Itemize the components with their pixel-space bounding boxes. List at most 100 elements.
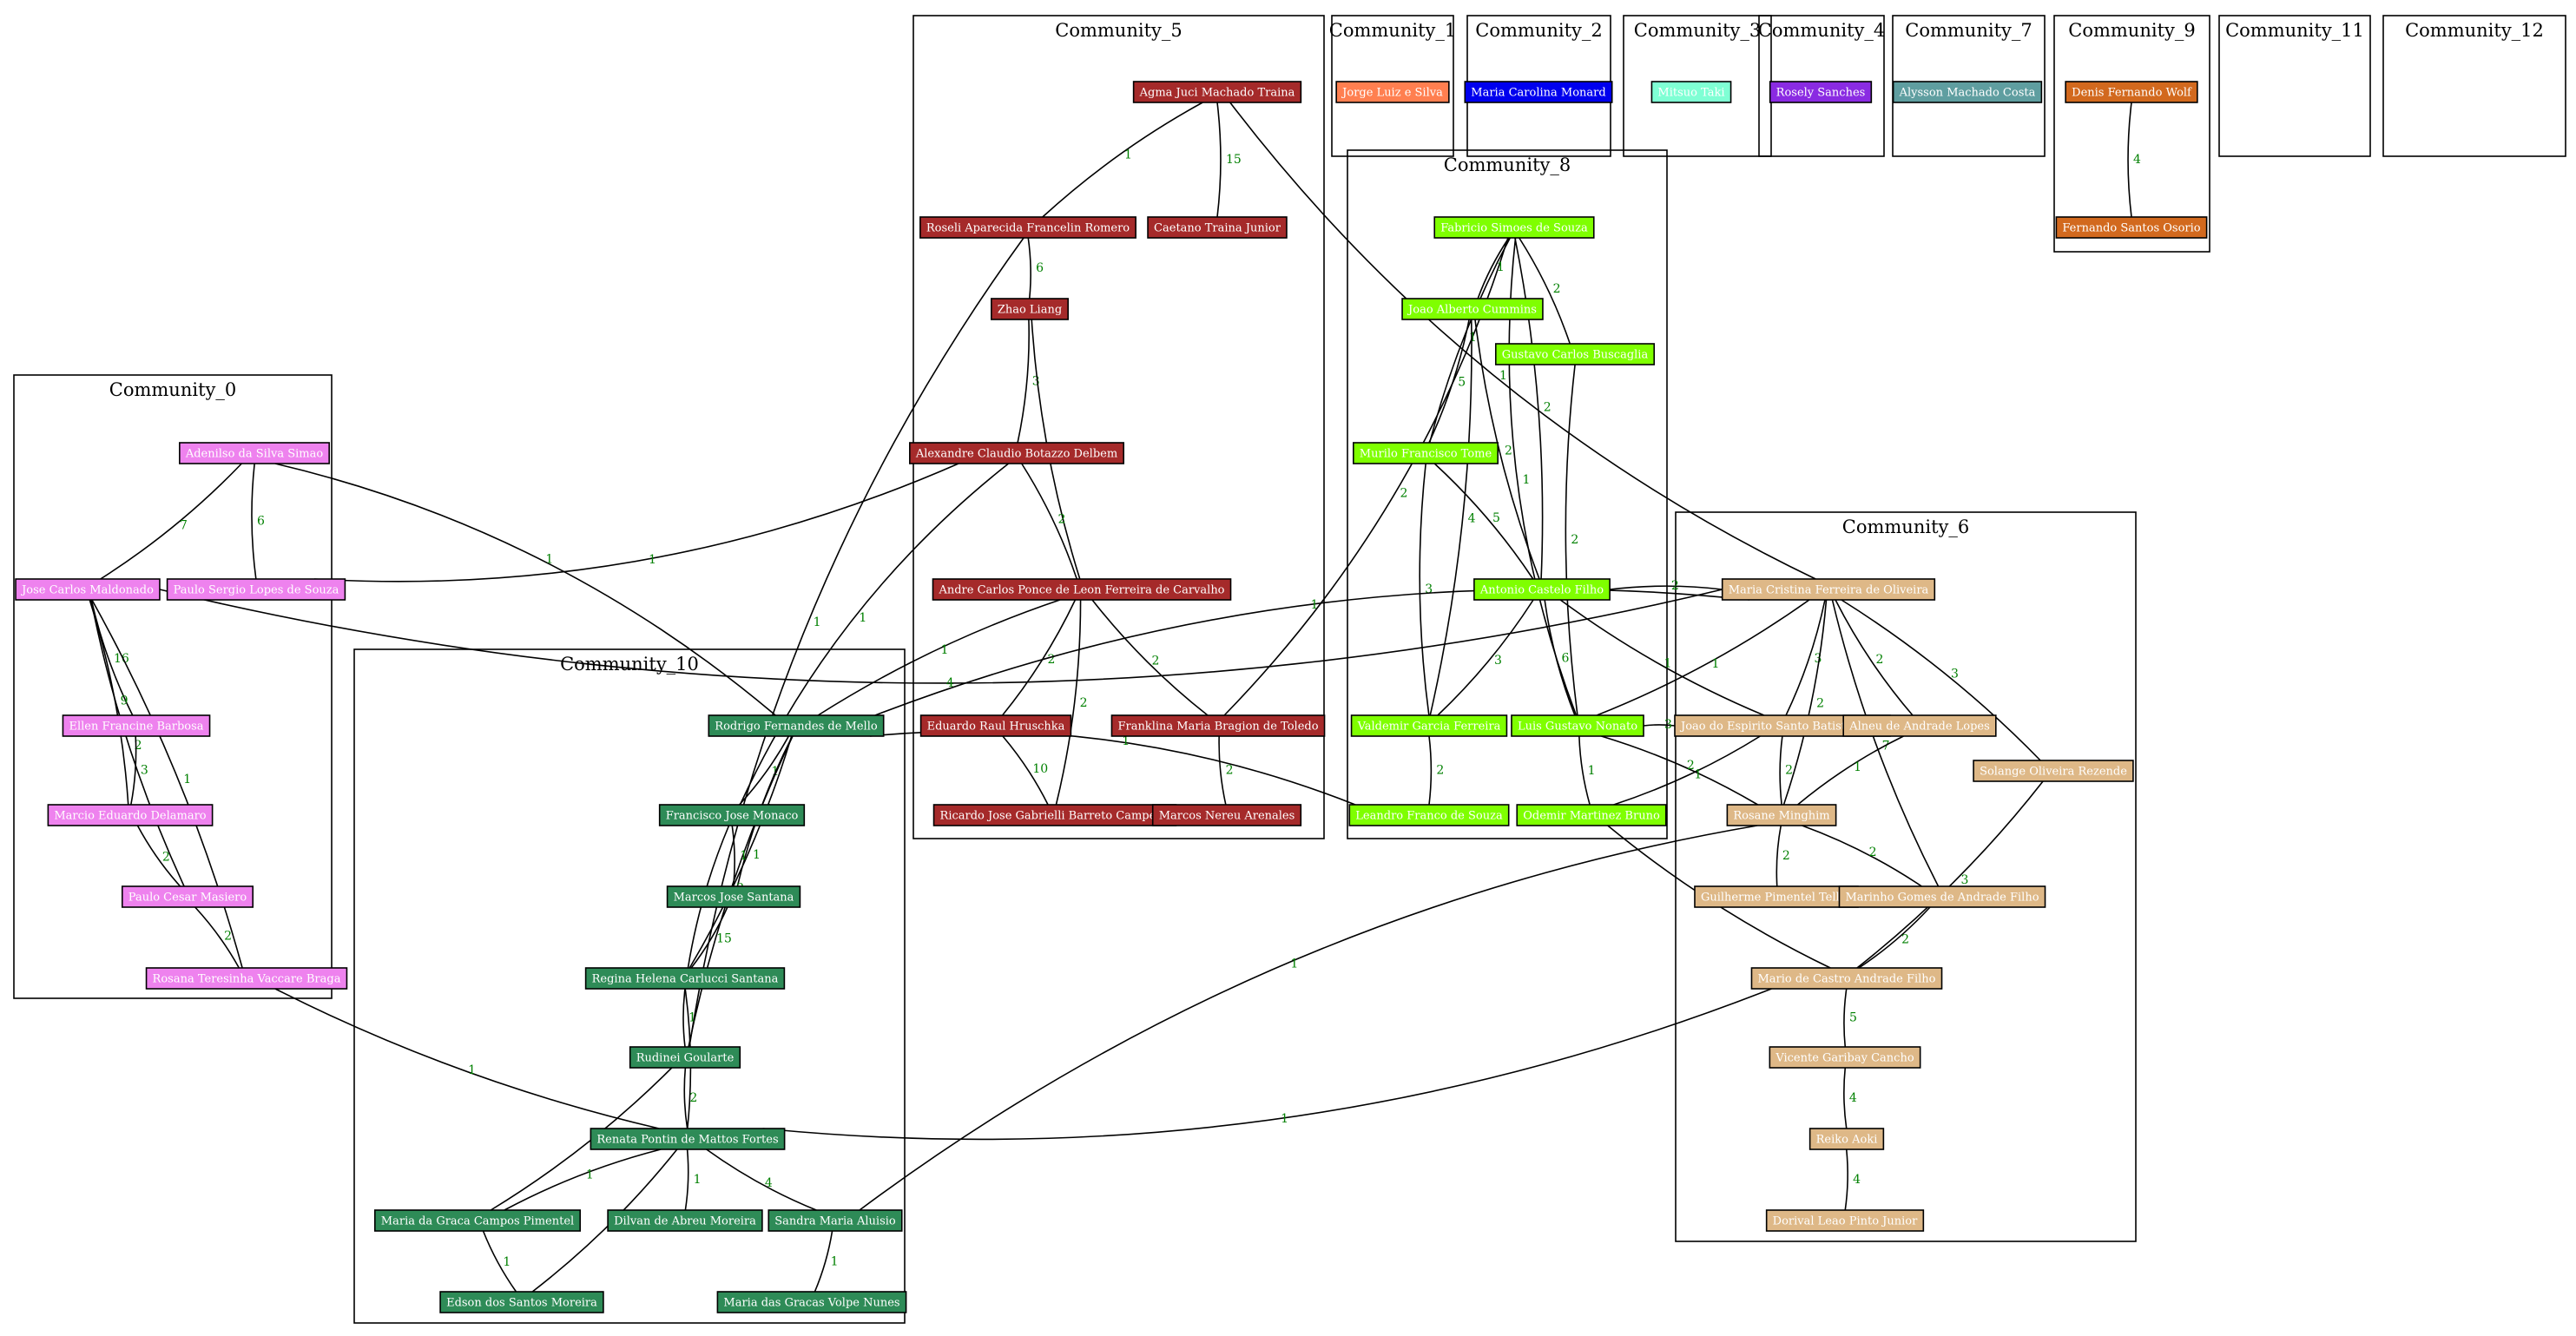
- community-box-c1: [1331, 15, 1454, 157]
- author-name: Jose Carlos Maldonado: [20, 584, 154, 597]
- author-node-box: [1650, 81, 1732, 103]
- author-name: Paulo Cesar Masiero: [128, 892, 247, 905]
- edge-n8_1-n8_4: [1428, 237, 1511, 444]
- edge-weight-label: 5: [1492, 511, 1500, 525]
- author-node-box: [1348, 804, 1510, 826]
- author-node-box: [1353, 442, 1499, 464]
- community-box-c12: [2382, 15, 2566, 157]
- author-node: Roseli Aparecida Francelin Romero: [919, 216, 1136, 239]
- edge-weight-label: 1: [1664, 657, 1672, 671]
- edge-weight-label: 1: [1523, 473, 1531, 487]
- edge-n8_4-n8_5: [1433, 463, 1534, 580]
- community-box-c0: [13, 374, 333, 999]
- edge-weight-label: 6: [1036, 261, 1044, 275]
- author-node-box: [1973, 760, 2134, 782]
- author-node-box: [1132, 81, 1302, 103]
- author-node: Edson dos Santos Moreira: [439, 1291, 604, 1313]
- edge-weight-label: 1: [1497, 260, 1505, 274]
- community-box-c4: [1758, 15, 1885, 157]
- edge-weight-label: 3: [1814, 652, 1822, 666]
- edge-n8_7-n8_9: [1578, 735, 1591, 806]
- edge-weight-label: 2: [1671, 579, 1679, 593]
- author-name: Luis Gustavo Nonato: [1518, 721, 1637, 734]
- edge-weight-label: 1: [1694, 768, 1702, 782]
- edge-n10_6-n10_9: [706, 1148, 817, 1211]
- edge-n10_6-n10_7: [504, 1148, 662, 1211]
- edge-n10_1-n8_8: [869, 730, 1356, 806]
- author-name: Valdemir Garcia Ferreira: [1357, 721, 1501, 734]
- author-name: Mario de Castro Andrade Filho: [1757, 973, 1935, 986]
- author-node-box: [2065, 81, 2198, 103]
- edge-n8_2-n8_6: [1429, 319, 1472, 716]
- edge-weight-label: 4: [765, 1176, 773, 1190]
- community-label: Community_11: [2225, 20, 2364, 41]
- community-label: Community_7: [1905, 20, 2032, 41]
- edge-weight-label: 1: [1588, 764, 1596, 778]
- edge-n6_5-n10_9: [859, 825, 1758, 1211]
- edge-weight-label: 2: [135, 739, 142, 753]
- community-label: Community_8: [1444, 155, 1571, 175]
- author-node-box: [1726, 804, 1837, 826]
- author-node-box: [708, 714, 885, 737]
- author-name: Sandra Maria Aluisio: [774, 1215, 896, 1228]
- author-name: Mitsuo Taki: [1657, 87, 1724, 100]
- edge-weight-label: 1: [1499, 369, 1507, 383]
- author-node-box: [1511, 714, 1644, 737]
- edge-n0_1-n0_3: [251, 463, 257, 580]
- edge-n5_5-n10_2: [739, 463, 1010, 806]
- community-label: Community_1: [1329, 20, 1456, 41]
- author-node-box: [1401, 298, 1544, 320]
- edge-weight-label: 4: [1468, 511, 1476, 525]
- edge-n5_6-n5_8: [1091, 599, 1209, 716]
- edge-weight-label: 2: [1057, 513, 1065, 527]
- edge-n8_4-n8_6: [1419, 463, 1430, 716]
- community-box-c5: [912, 15, 1325, 839]
- author-node: Regina Helena Carlucci Santana: [584, 967, 786, 990]
- author-node-box: [62, 714, 211, 737]
- author-name: Marcio Eduardo Delamaro: [54, 810, 206, 823]
- author-node: Marinho Gomes de Andrade Filho: [1838, 885, 2046, 908]
- author-node: Valdemir Garcia Ferreira: [1350, 714, 1508, 737]
- author-node-box: [166, 578, 346, 601]
- author-name: Guilherme Pimentel Telles: [1701, 892, 1852, 905]
- edge-n8_2-n8_4: [1428, 319, 1470, 444]
- author-node: Rosane Minghim: [1726, 804, 1837, 826]
- author-node: Agma Juci Machado Traina: [1132, 81, 1302, 103]
- author-node: Ellen Francine Barbosa: [62, 714, 211, 737]
- community-box-c8: [1347, 149, 1668, 839]
- author-node: Marcio Eduardo Delamaro: [47, 804, 214, 826]
- author-node-box: [1892, 81, 2043, 103]
- author-node-box: [2055, 216, 2208, 239]
- author-name: Rosely Sanches: [1776, 87, 1866, 100]
- author-node: Adenilso da Silva Simao: [179, 442, 330, 464]
- author-node: Rosana Teresinha Vaccare Braga: [145, 967, 348, 990]
- edge-weight-label: 7: [180, 518, 188, 532]
- author-node-box: [1769, 81, 1873, 103]
- author-name: Maria Cristina Ferreira de Oliveira: [1729, 584, 1929, 597]
- edge-n0_1-n0_2: [100, 463, 242, 580]
- author-node: Denis Fernando Wolf: [2065, 81, 2198, 103]
- edge-n8_1-n8_5: [1514, 237, 1544, 580]
- author-node-box: [374, 1209, 581, 1232]
- edge-weight-label: 2: [224, 929, 232, 943]
- edge-n8_2-n8_5: [1474, 319, 1540, 580]
- edge-n5_5-n0_3: [313, 463, 959, 582]
- author-node-box: [1151, 804, 1302, 826]
- edge-weight-label: 1: [586, 1168, 594, 1182]
- edge-weight-label: 2: [162, 850, 170, 864]
- author-name: Reiko Aoki: [1816, 1134, 1878, 1147]
- author-node: Solange Oliveira Rezende: [1973, 760, 2134, 782]
- author-node-box: [584, 967, 786, 990]
- edge-n9_1-n9_2: [2127, 102, 2132, 218]
- edge-n5_1-n5_3: [1216, 102, 1222, 218]
- edge-n8_5-n8_7: [1544, 599, 1576, 716]
- author-name: Jorge Luiz e Silva: [1341, 87, 1443, 100]
- author-name: Rodrigo Fernandes de Mello: [715, 721, 878, 734]
- edge-n10_6-n10_8: [684, 1148, 689, 1211]
- edge-n10_5-n10_7: [490, 1067, 673, 1211]
- author-name: Alysson Machado Costa: [1899, 87, 2036, 100]
- author-node: Murilo Francisco Tome: [1353, 442, 1499, 464]
- edge-n5_7-n5_9: [1002, 735, 1049, 806]
- author-node: Antonio Castelo Filho: [1473, 578, 1611, 601]
